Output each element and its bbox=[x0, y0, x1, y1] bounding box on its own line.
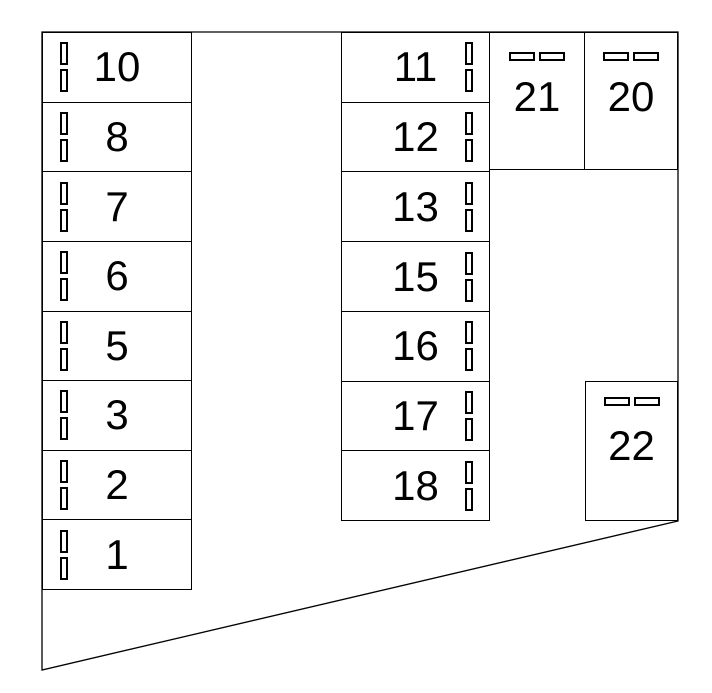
stall-21: 21 bbox=[490, 32, 585, 170]
stall-number: 12 bbox=[392, 113, 439, 161]
stall-marker-icon bbox=[60, 320, 68, 371]
stall-marker-icon bbox=[60, 251, 68, 302]
stall-number: 16 bbox=[392, 322, 439, 370]
stall-marker-icon bbox=[603, 397, 660, 406]
stall-marker-icon bbox=[465, 321, 473, 372]
stall-marker-icon bbox=[60, 111, 68, 162]
stall-marker-icon bbox=[465, 112, 473, 163]
stall-marker-icon bbox=[465, 390, 473, 441]
stall-marker-icon bbox=[465, 181, 473, 232]
stall-18: 18 bbox=[342, 451, 489, 520]
stall-column-middle: 11 12 13 15 16 17 18 bbox=[341, 32, 490, 521]
stall-number: 17 bbox=[392, 391, 439, 439]
stall-16: 16 bbox=[342, 312, 489, 382]
stall-number: 7 bbox=[105, 182, 129, 230]
stall-15: 15 bbox=[342, 242, 489, 312]
stall-13: 13 bbox=[342, 172, 489, 243]
stall-marker-icon bbox=[60, 529, 68, 580]
stall-12: 12 bbox=[342, 103, 489, 173]
stall-marker-icon bbox=[465, 251, 473, 302]
stall-number: 20 bbox=[607, 73, 655, 120]
stall-number: 5 bbox=[105, 321, 129, 369]
stall-1: 1 bbox=[43, 520, 191, 589]
stall-3: 3 bbox=[43, 381, 191, 451]
stall-6: 6 bbox=[43, 242, 191, 312]
stall-8: 8 bbox=[43, 103, 191, 173]
stall-number: 3 bbox=[105, 391, 129, 439]
stall-marker-icon bbox=[465, 42, 473, 93]
stall-number: 8 bbox=[105, 112, 129, 160]
stall-22: 22 bbox=[585, 381, 678, 521]
stall-number: 15 bbox=[392, 252, 439, 300]
stall-number: 22 bbox=[608, 422, 655, 469]
stall-marker-icon bbox=[509, 52, 565, 61]
stall-marker-icon bbox=[60, 42, 68, 93]
stall-11: 11 bbox=[342, 33, 489, 103]
stall-marker-icon bbox=[60, 460, 68, 511]
stall-number: 11 bbox=[393, 43, 438, 91]
stall-5: 5 bbox=[43, 312, 191, 382]
stall-7: 7 bbox=[43, 172, 191, 242]
stall-number: 18 bbox=[392, 461, 439, 509]
stall-20: 20 bbox=[585, 32, 678, 170]
stall-column-left: 10 8 7 6 5 3 2 1 bbox=[42, 32, 192, 590]
stall-number: 21 bbox=[513, 73, 561, 120]
stall-number: 2 bbox=[105, 461, 129, 509]
stall-marker-icon bbox=[60, 181, 68, 232]
stall-number: 13 bbox=[392, 182, 439, 230]
stall-marker-icon bbox=[465, 460, 473, 511]
stall-number: 1 bbox=[105, 530, 129, 578]
stall-17: 17 bbox=[342, 382, 489, 452]
stall-number: 10 bbox=[93, 43, 141, 91]
stall-2: 2 bbox=[43, 451, 191, 521]
stall-marker-icon bbox=[60, 390, 68, 441]
stall-marker-icon bbox=[603, 52, 659, 61]
stall-10: 10 bbox=[43, 33, 191, 103]
stall-number: 6 bbox=[105, 252, 129, 300]
